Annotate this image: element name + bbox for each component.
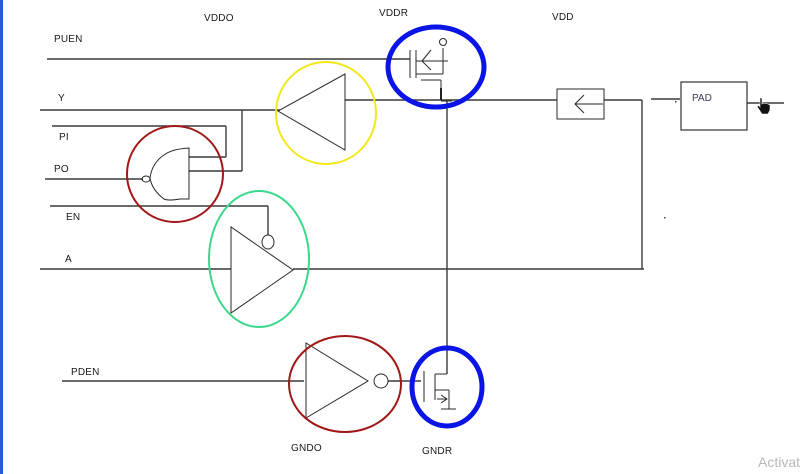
highlight-pmos [385, 24, 487, 110]
hand-cursor-icon [756, 97, 771, 115]
highlight-input-buffer [275, 61, 377, 165]
label-gndr: GNDR [422, 446, 453, 457]
nand-gate[interactable] [141, 147, 190, 201]
label-y: Y [58, 93, 65, 104]
label-vddr: VDDR [379, 8, 409, 19]
highlight-nand [126, 125, 224, 223]
label-pden: PDEN [71, 367, 100, 378]
activation-watermark: Activat [757, 454, 800, 470]
pden-inverter[interactable] [305, 342, 389, 419]
highlight-pden-inverter [288, 335, 402, 433]
label-puen: PUEN [54, 34, 83, 45]
wires [40, 58, 784, 382]
label-pi: PI [59, 132, 69, 143]
highlight-tristate [208, 190, 310, 328]
tristate-buffer[interactable] [230, 226, 294, 314]
highlights [126, 24, 487, 433]
label-en: EN [66, 212, 81, 223]
highlight-nmos [409, 345, 485, 429]
label-vddo: VDDO [204, 13, 234, 24]
label-a: A [65, 254, 72, 265]
nmos-transistor[interactable] [423, 371, 456, 410]
window-left-border [0, 0, 3, 474]
pmos-transistor[interactable] [409, 38, 452, 102]
series-block[interactable] [556, 88, 605, 120]
stray-dot [675, 101, 677, 103]
label-gndo: GNDO [291, 443, 322, 454]
label-po: PO [54, 164, 69, 175]
input-buffer[interactable] [276, 73, 346, 151]
pad-box[interactable] [680, 81, 748, 131]
label-pad: PAD [692, 93, 712, 104]
label-vdd: VDD [552, 12, 574, 23]
stray-dot [664, 217, 666, 219]
